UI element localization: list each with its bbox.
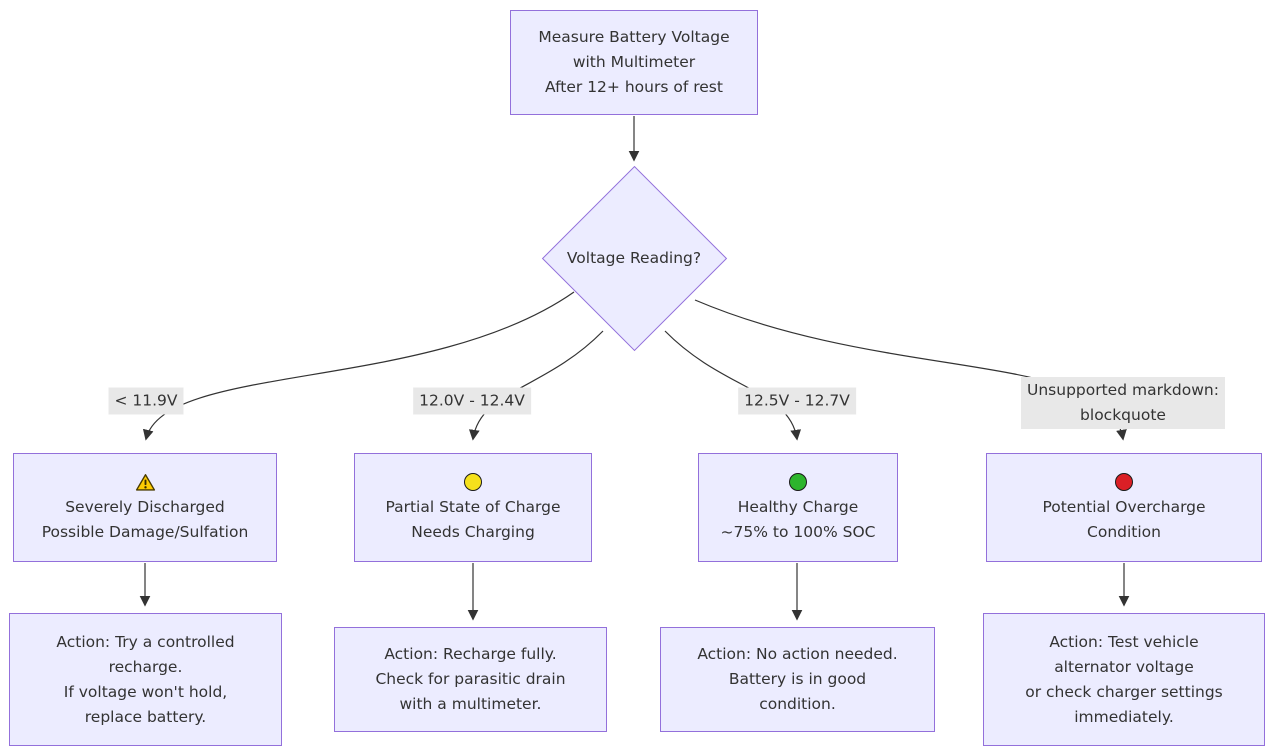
condition-node-severely-discharged: Severely Discharged Possible Damage/Sulf…: [13, 453, 277, 562]
start-node-line: Measure Battery Voltage: [538, 28, 730, 46]
decision-node: Voltage Reading?: [542, 166, 726, 350]
yellow-circle-icon: [464, 473, 482, 491]
green-circle-icon: [789, 473, 807, 491]
condition-node-healthy-charge: Healthy Charge ~75% to 100% SOC: [698, 453, 898, 562]
action-node-2: Action: Recharge fully. Check for parasi…: [334, 627, 607, 732]
action-node-1: Action: Try a controlled recharge. If vo…: [9, 613, 282, 746]
edge-label-branch-3: 12.5V - 12.7V: [738, 387, 856, 415]
action-node-3: Action: No action needed. Battery is in …: [660, 627, 935, 732]
warning-icon: [135, 470, 156, 494]
condition-node-partial-charge: Partial State of Charge Needs Charging: [354, 453, 592, 562]
condition-node-potential-overcharge: Potential Overcharge Condition: [986, 453, 1262, 562]
action-node-4: Action: Test vehicle alternator voltage …: [983, 613, 1265, 746]
edge-decision-to-condition-1: [142, 291, 575, 441]
red-circle-icon: [1115, 473, 1133, 491]
start-node-line: After 12+ hours of rest: [545, 78, 723, 96]
decision-node-label: Voltage Reading?: [566, 248, 702, 267]
edge-label-branch-1: < 11.9V: [108, 387, 184, 415]
edge-label-branch-2: 12.0V - 12.4V: [413, 387, 531, 415]
start-node-line: with Multimeter: [572, 53, 696, 71]
start-node: Measure Battery Voltage with Multimeter …: [510, 10, 758, 115]
edge-label-branch-4: Unsupported markdown: blockquote: [1021, 377, 1225, 429]
